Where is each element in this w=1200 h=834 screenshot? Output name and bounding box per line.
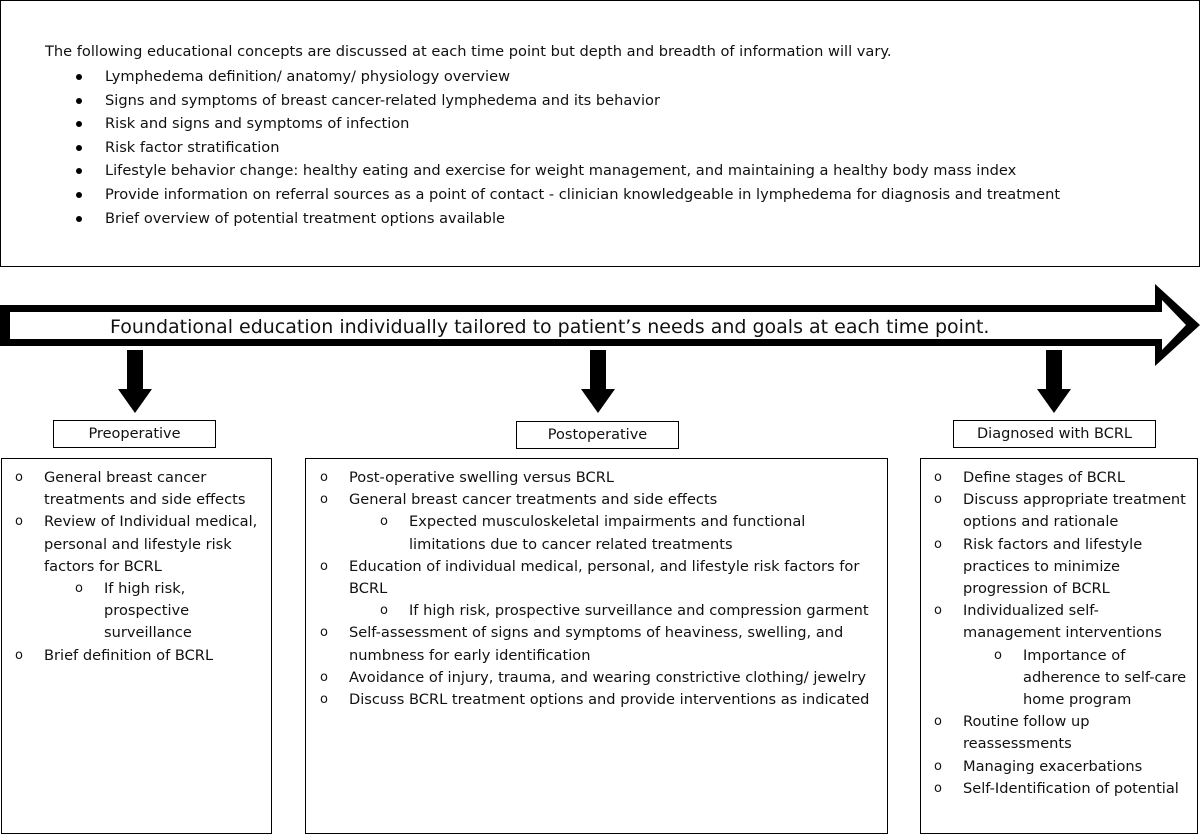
- diagnosed-label: Diagnosed with BCRL: [953, 420, 1156, 448]
- list-item: Education of individual medical, persona…: [320, 556, 879, 623]
- down-arrow-icon: [1037, 350, 1071, 413]
- postoperative-box: Post-operative swelling versus BCRL Gene…: [305, 458, 888, 834]
- diagnosed-box: Define stages of BCRL Discuss appropriat…: [920, 458, 1198, 834]
- list-item: Routine follow up reassessments: [934, 711, 1191, 755]
- concept-item: Lymphedema definition/ anatomy/ physiolo…: [76, 65, 1060, 89]
- list-item: Post-operative swelling versus BCRL: [320, 467, 879, 489]
- list-item: Avoidance of injury, trauma, and wearing…: [320, 667, 879, 689]
- sub-list-item: Expected musculoskeletal impairments and…: [380, 511, 879, 555]
- preoperative-list: General breast cancer treatments and sid…: [2, 459, 271, 667]
- foundational-arrow-text: Foundational education individually tail…: [110, 316, 990, 338]
- list-item: Define stages of BCRL: [934, 467, 1191, 489]
- concepts-box: The following educational concepts are d…: [0, 0, 1200, 267]
- concept-item: Risk and signs and symptoms of infection: [76, 112, 1060, 136]
- foundational-arrow: [0, 284, 1200, 366]
- postoperative-list: Post-operative swelling versus BCRL Gene…: [306, 459, 887, 711]
- down-arrow-icon: [118, 350, 152, 413]
- concepts-intro: The following educational concepts are d…: [45, 43, 892, 60]
- concepts-list: Lymphedema definition/ anatomy/ physiolo…: [76, 65, 1060, 230]
- sub-list-item: If high risk, prospective surveillance a…: [380, 600, 879, 622]
- list-item: Review of Individual medical, personal a…: [15, 511, 265, 645]
- list-item: General breast cancer treatments and sid…: [320, 489, 879, 556]
- list-item: Discuss appropriate treatment options an…: [934, 489, 1191, 533]
- preoperative-label: Preoperative: [53, 420, 216, 448]
- concept-item: Signs and symptoms of breast cancer-rela…: [76, 89, 1060, 113]
- concept-item: Lifestyle behavior change: healthy eatin…: [76, 159, 1060, 183]
- sub-list: If high risk, prospective surveillance: [44, 578, 265, 645]
- concept-item: Brief overview of potential treatment op…: [76, 207, 1060, 231]
- sub-list: Importance of adherence to self-care hom…: [963, 645, 1191, 712]
- sub-list: If high risk, prospective surveillance a…: [349, 600, 879, 622]
- down-arrow-icon: [581, 350, 615, 413]
- concept-item: Risk factor stratification: [76, 136, 1060, 160]
- list-item: Risk factors and lifestyle practices to …: [934, 534, 1191, 601]
- list-item: Self-assessment of signs and symptoms of…: [320, 622, 879, 666]
- list-item: Managing exacerbations: [934, 756, 1191, 778]
- diagnosed-list: Define stages of BCRL Discuss appropriat…: [921, 459, 1197, 800]
- postoperative-label: Postoperative: [516, 421, 679, 449]
- sub-list-item: Importance of adherence to self-care hom…: [994, 645, 1191, 712]
- list-item: Individualized self-management intervent…: [934, 600, 1191, 712]
- list-item: Brief definition of BCRL: [15, 645, 265, 667]
- sub-list-item: If high risk, prospective surveillance: [75, 578, 265, 645]
- list-item: Discuss BCRL treatment options and provi…: [320, 689, 879, 711]
- list-item: General breast cancer treatments and sid…: [15, 467, 265, 511]
- sub-list: Expected musculoskeletal impairments and…: [349, 511, 879, 555]
- list-item: Self-Identification of potential: [934, 778, 1191, 800]
- concept-item: Provide information on referral sources …: [76, 183, 1060, 207]
- preoperative-box: General breast cancer treatments and sid…: [1, 458, 272, 834]
